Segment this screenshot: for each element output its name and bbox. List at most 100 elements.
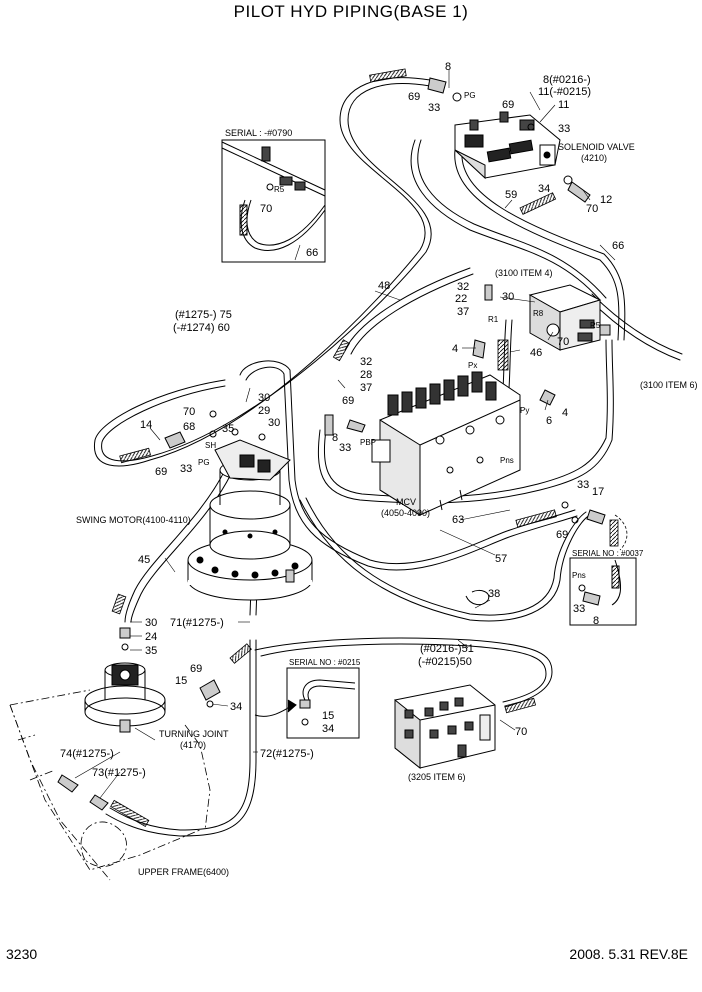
callout-50: (-#0215)50	[418, 656, 472, 668]
port-r8: R8	[533, 309, 544, 318]
callout-45: 45	[138, 554, 150, 566]
callout-33-sol: 33	[558, 123, 570, 135]
upper-frame-caption: UPPER FRAME(6400)	[138, 867, 229, 877]
callout-30-swing: 30	[258, 392, 270, 404]
callout-74: 74(#1275-)	[60, 748, 114, 760]
callout-70-block: 70	[515, 726, 527, 738]
arrow-3100-6	[614, 514, 628, 551]
mcv-caption: MCV	[396, 497, 416, 507]
callout-46: 46	[530, 347, 542, 359]
mcv-ref: (4050-4090)	[381, 508, 430, 518]
page-number: 3230	[6, 946, 38, 962]
callout-69-tj: 69	[190, 663, 202, 675]
port-pns-inset: Pns	[572, 571, 586, 580]
turning-joint-ref: (4170)	[180, 740, 206, 750]
callout-63: 63	[452, 514, 464, 526]
solenoid-valve	[427, 77, 591, 203]
callout-69-right: 69	[556, 529, 568, 541]
callout-30-swing2: 30	[268, 417, 280, 429]
callout-33-swing: 33	[180, 463, 192, 475]
callout-38: 38	[488, 588, 500, 600]
callout-70-inset: 70	[260, 203, 272, 215]
solenoid-caption: SOLENOID VALVE	[558, 142, 635, 152]
port-pg-swing: PG	[198, 458, 210, 467]
callout-68: 68	[183, 421, 195, 433]
callout-24: 24	[145, 631, 157, 643]
callout-8-top: 8	[445, 61, 451, 73]
turning-joint-caption: TURNING JOINT	[159, 729, 229, 739]
port-py: Py	[520, 406, 529, 415]
callout-4b: 4	[562, 407, 568, 419]
callout-8-serial: 8	[593, 615, 599, 627]
callout-66-inset: 66	[306, 247, 318, 259]
callout-69-top: 69	[408, 91, 420, 103]
mcv-fittings	[324, 284, 556, 436]
callout-33-right: 33	[577, 479, 589, 491]
callout-75: (#1275-) 75	[175, 309, 232, 321]
turning-joint	[84, 627, 166, 733]
callout-34: 34	[538, 183, 550, 195]
swing-motor	[164, 410, 313, 601]
callout-11: 11	[558, 99, 569, 111]
callout-15-inset: 15	[322, 710, 334, 722]
inset-serial-0215	[254, 667, 360, 739]
port-r5: R5	[274, 185, 285, 194]
main-control-valve	[371, 371, 521, 516]
callout-15: 15	[175, 675, 187, 687]
swing-motor-caption: SWING MOTOR(4100-4110)	[76, 515, 191, 525]
callout-37b: 37	[360, 382, 372, 394]
callout-59: 59	[505, 189, 517, 201]
callout-69-sol: 69	[502, 99, 514, 111]
callout-48: 48	[378, 280, 390, 292]
inset-serial-0790	[221, 139, 326, 263]
callout-22: 22	[455, 293, 467, 305]
callout-33-top: 33	[428, 102, 440, 114]
callout-8-mcv: 8	[332, 432, 338, 444]
callout-51: (#0216-)51	[420, 643, 474, 655]
callout-14: 14	[140, 419, 152, 431]
callout-69-mcv: 69	[342, 395, 354, 407]
callout-17: 17	[592, 486, 604, 498]
callout-34-inset: 34	[322, 723, 334, 735]
callout-71: 71(#1275-)	[170, 617, 224, 629]
port-r1: R1	[488, 315, 499, 324]
callout-33-serial: 33	[573, 603, 585, 615]
callout-70-sol: 70	[586, 203, 598, 215]
page-title: PILOT HYD PIPING(BASE 1)	[233, 2, 469, 21]
callout-33-mcv: 33	[339, 442, 351, 454]
port-sh: SH	[205, 441, 216, 450]
port-pbp: PBP	[360, 438, 376, 447]
item-3100-4-block	[528, 284, 611, 351]
inset-serial-0037-label: SERIAL NO : #0037	[572, 549, 644, 558]
callout-66-right: 66	[612, 240, 624, 252]
callout-11-0215: 11(-#0215)	[538, 86, 591, 98]
callout-4a: 4	[452, 343, 458, 355]
leader-lines	[74, 70, 616, 799]
port-pns: Pns	[500, 456, 514, 465]
item-3100-4-caption: (3100 ITEM 4)	[495, 268, 553, 278]
port-pg: PG	[464, 91, 476, 100]
misc-fittings	[57, 501, 606, 811]
item-3205-6-block	[394, 684, 496, 770]
callout-32b: 32	[360, 356, 372, 368]
callout-12: 12	[600, 194, 612, 206]
inset-serial-0215-label: SERIAL NO : #0215	[289, 658, 361, 667]
callout-6: 6	[546, 415, 552, 427]
callout-37a: 37	[457, 306, 469, 318]
callout-60: (-#1274) 60	[173, 322, 230, 334]
callouts: 8 69 33 8(#0216-) 11(-#0215) 69 11 33 34…	[60, 61, 624, 779]
item-3205-6-caption: (3205 ITEM 6)	[408, 772, 466, 782]
port-r5-right: R5	[590, 321, 601, 330]
callout-35-tj: 35	[145, 645, 157, 657]
callout-30a: 30	[502, 291, 514, 303]
callout-69-swing: 69	[155, 466, 167, 478]
port-px: Px	[468, 361, 477, 370]
callout-28: 28	[360, 369, 372, 381]
upper-frame	[9, 689, 211, 881]
revision-date: 2008. 5.31 REV.8E	[569, 946, 688, 962]
solenoid-ref: (4210)	[581, 153, 607, 163]
callout-34-tj: 34	[230, 701, 242, 713]
inset-serial-0790-label: SERIAL : -#0790	[225, 128, 292, 138]
item-3100-6-caption: (3100 ITEM 6)	[640, 380, 698, 390]
